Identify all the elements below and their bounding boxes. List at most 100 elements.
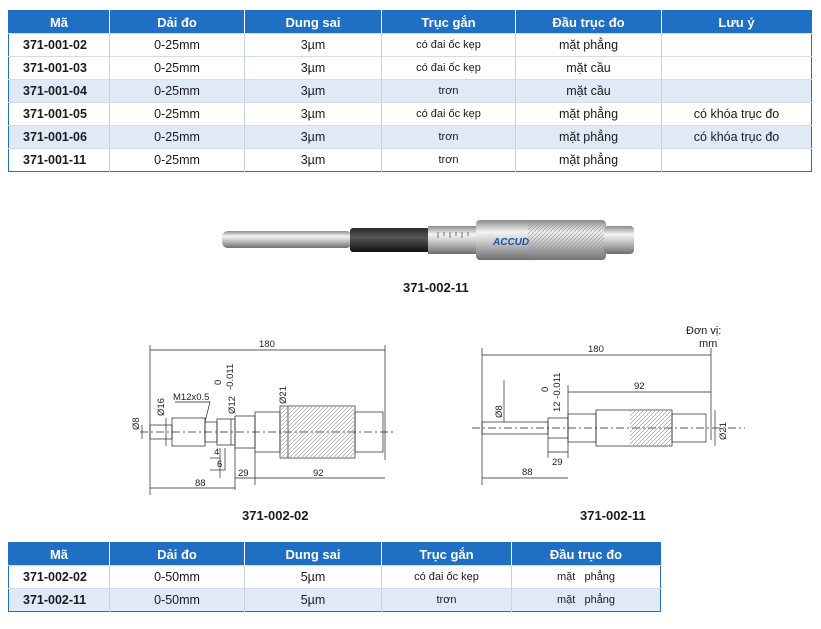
cell-tolerance: 3µm xyxy=(244,56,382,80)
cell-tip: mặt phẳng xyxy=(515,125,662,149)
cell-tip: mặt phẳng xyxy=(511,565,661,589)
spec-table-371-001: Mã Dải đo Dung sai Trục gắn Đầu trục đo … xyxy=(8,10,812,172)
header-note: Lưu ý xyxy=(661,10,812,34)
cell-spindle: trơn xyxy=(381,125,516,149)
header-tolerance: Dung sai xyxy=(244,10,382,34)
dim-right-len92: 92 xyxy=(634,381,645,392)
header-spindle: Trục gắn xyxy=(381,10,516,34)
photo-spindle xyxy=(222,231,352,248)
cell-code: 371-002-02 xyxy=(8,565,110,589)
dim-right-d21: Ø21 xyxy=(718,422,729,440)
cell-spindle: trơn xyxy=(381,588,512,612)
dim-left-overall: 180 xyxy=(259,339,275,350)
dimension-drawing-371-002-02: 180 Ø8 Ø16 M12x0.5 0 -0.011 Ø12 Ø21 4 6 … xyxy=(131,339,395,495)
drawing-left-labels: 180 Ø8 Ø16 M12x0.5 0 -0.011 Ø12 Ø21 4 6 … xyxy=(131,339,324,489)
table-row: 371-002-11 0-50mm 5µm trơn mặt phẳng xyxy=(8,588,661,612)
photo-caption: 371-002-11 xyxy=(403,280,469,295)
cell-tolerance: 5µm xyxy=(244,588,382,612)
cell-spindle: có đai ốc kẹp xyxy=(381,102,516,126)
cell-code: 371-001-04 xyxy=(8,79,110,103)
cell-note xyxy=(661,148,812,172)
table-row: 371-001-06 0-25mm 3µm trơn mặt phẳng có … xyxy=(8,125,812,149)
dimension-drawing-371-002-11: 180 92 0 12 -0.011 Ø8 Ø21 29 88 xyxy=(472,344,745,485)
dim-right-d8: Ø8 xyxy=(494,405,505,418)
dim-right-tol-bottom: 12 -0.011 xyxy=(552,373,563,412)
cell-spindle: trơn xyxy=(381,79,516,103)
photo-brand-logo: ACCUD xyxy=(492,237,529,248)
header-spindle: Trục gắn xyxy=(381,542,512,566)
cell-code: 371-001-05 xyxy=(8,102,110,126)
dim-left-tol-bottom: -0.011 xyxy=(225,364,236,390)
cell-code: 371-001-03 xyxy=(8,56,110,80)
drawing-right-caption: 371-002-11 xyxy=(580,508,646,523)
header-code: Mã xyxy=(8,10,110,34)
dim-right-overall: 180 xyxy=(588,344,604,355)
photo-grip-band xyxy=(350,228,430,252)
cell-tip: mặt phẳng xyxy=(515,148,662,172)
cell-note: có khóa trục đo xyxy=(661,125,812,149)
table-row: 371-001-04 0-25mm 3µm trơn mặt cầu xyxy=(8,79,812,103)
cell-tip: mặt phẳng xyxy=(515,102,662,126)
cell-range: 0-50mm xyxy=(109,588,245,612)
dim-left-d16: Ø16 xyxy=(156,398,167,416)
cell-note xyxy=(661,79,812,103)
table-row: 371-001-11 0-25mm 3µm trơn mặt phẳng xyxy=(8,148,812,172)
micrometer-head-photo: ACCUD xyxy=(222,220,634,260)
dim-left-len4: 4 xyxy=(214,447,219,458)
cell-tip: mặt phẳng xyxy=(515,33,662,57)
dim-left-len88: 88 xyxy=(195,478,206,489)
header-code: Mã xyxy=(8,542,110,566)
cell-code: 371-001-06 xyxy=(8,125,110,149)
cell-range: 0-25mm xyxy=(109,79,245,103)
unit-label: Đơn vị: xyxy=(686,325,722,337)
table-row: 371-001-02 0-25mm 3µm có đai ốc kẹp mặt … xyxy=(8,33,812,57)
table-row: 371-001-03 0-25mm 3µm có đai ốc kẹp mặt … xyxy=(8,56,812,80)
cell-tolerance: 5µm xyxy=(244,565,382,589)
dim-left-d21: Ø21 xyxy=(278,386,289,404)
table-row: 371-002-02 0-50mm 5µm có đai ốc kẹp mặt … xyxy=(8,565,661,589)
header-tolerance: Dung sai xyxy=(244,542,382,566)
cell-range: 0-25mm xyxy=(109,56,245,80)
cell-tolerance: 3µm xyxy=(244,79,382,103)
cell-range: 0-50mm xyxy=(109,565,245,589)
dim-left-len6: 6 xyxy=(217,459,222,470)
cell-note: có khóa trục đo xyxy=(661,102,812,126)
cell-range: 0-25mm xyxy=(109,125,245,149)
cell-code: 371-002-11 xyxy=(8,588,110,612)
cell-spindle: có đai ốc kẹp xyxy=(381,565,512,589)
cell-tip: mặt phẳng xyxy=(511,588,661,612)
dim-right-len29: 29 xyxy=(552,457,563,468)
cell-tip: mặt cầu xyxy=(515,79,662,103)
dim-left-d8: Ø8 xyxy=(131,417,142,430)
cell-spindle: trơn xyxy=(381,148,516,172)
dim-left-thread: M12x0.5 xyxy=(173,392,209,403)
cell-tip: mặt cầu xyxy=(515,56,662,80)
cell-note xyxy=(661,33,812,57)
cell-tolerance: 3µm xyxy=(244,102,382,126)
table-row: 371-001-05 0-25mm 3µm có đai ốc kẹp mặt … xyxy=(8,102,812,126)
drawing-left-caption: 371-002-02 xyxy=(242,508,309,523)
cell-code: 371-001-02 xyxy=(8,33,110,57)
dim-left-tol-top: 0 xyxy=(213,380,224,385)
dim-left-len92: 92 xyxy=(313,468,324,479)
unit-value: mm xyxy=(699,338,718,350)
cell-tolerance: 3µm xyxy=(244,33,382,57)
table-header-row: Mã Dải đo Dung sai Trục gắn Đầu trục đo … xyxy=(8,10,812,34)
dim-left-len29: 29 xyxy=(238,468,249,479)
dim-left-d12: Ø12 xyxy=(227,396,238,414)
cell-spindle: có đai ốc kẹp xyxy=(381,33,516,57)
header-range: Dải đo xyxy=(109,542,245,566)
cell-spindle: có đai ốc kẹp xyxy=(381,56,516,80)
dim-right-len88: 88 xyxy=(522,467,533,478)
cell-range: 0-25mm xyxy=(109,33,245,57)
spec-table-371-002: Mã Dải đo Dung sai Trục gắn Đầu trục đo … xyxy=(8,542,661,612)
photo-sleeve xyxy=(428,226,478,254)
cell-range: 0-25mm xyxy=(109,102,245,126)
cell-range: 0-25mm xyxy=(109,148,245,172)
drawing-right-labels: 180 92 0 12 -0.011 Ø8 Ø21 29 88 xyxy=(494,344,729,478)
photo-ratchet xyxy=(604,226,634,254)
photo-thimble-knurl xyxy=(528,220,606,260)
cell-code: 371-001-11 xyxy=(8,148,110,172)
table-header-row: Mã Dải đo Dung sai Trục gắn Đầu trục đo xyxy=(8,542,661,566)
cell-note xyxy=(661,56,812,80)
